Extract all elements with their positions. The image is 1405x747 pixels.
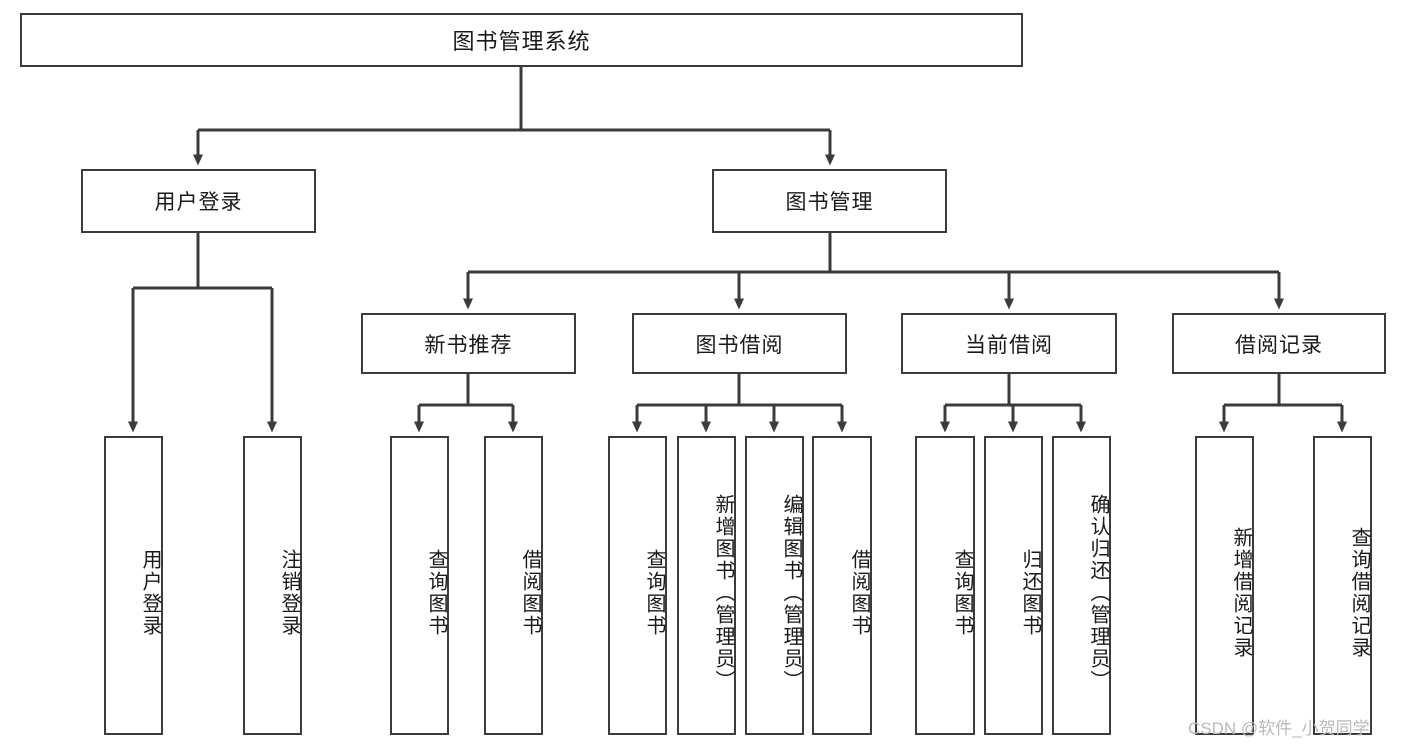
node-borrow-record[interactable]: 借阅记录 — [1172, 313, 1386, 374]
node-current-borrow[interactable]: 当前借阅 — [901, 313, 1117, 374]
node-book-borrow[interactable]: 图书借阅 — [632, 313, 847, 374]
node-root-system[interactable]: 图书管理系统 — [20, 13, 1023, 67]
leaf-book-borrow-query[interactable]: 查询图书 — [608, 436, 667, 735]
csdn-watermark: CSDN @软件_小贺同学 — [1188, 719, 1370, 738]
leaf-borrow-record-query[interactable]: 查询借阅记录 — [1313, 436, 1372, 735]
node-new-book-recommend[interactable]: 新书推荐 — [361, 313, 576, 374]
leaf-label: 用户登录 — [139, 548, 161, 637]
leaf-label: 借阅图书 — [848, 548, 870, 637]
leaf-label: 借阅图书 — [519, 548, 541, 637]
leaf-label: 注销登录 — [278, 548, 300, 637]
leaf-label: 查询图书 — [425, 548, 447, 637]
node-book-management[interactable]: 图书管理 — [712, 169, 947, 233]
leaf-label: 编辑图书（管理员） — [780, 493, 802, 692]
leaf-label: 查询图书 — [951, 548, 973, 637]
leaf-label: 新增借阅记录 — [1230, 526, 1252, 659]
leaf-current-borrow-return[interactable]: 归还图书 — [984, 436, 1043, 735]
leaf-label: 新增图书（管理员） — [712, 493, 734, 692]
leaf-label: 查询图书 — [643, 548, 665, 637]
leaf-user-login-logout[interactable]: 注销登录 — [243, 436, 302, 735]
leaf-borrow-record-add[interactable]: 新增借阅记录 — [1195, 436, 1254, 735]
leaf-book-borrow-edit[interactable]: 编辑图书（管理员） — [745, 436, 804, 735]
leaf-user-login-login[interactable]: 用户登录 — [104, 436, 163, 735]
leaf-book-borrow-borrow[interactable]: 借阅图书 — [812, 436, 872, 735]
leaf-new-book-query[interactable]: 查询图书 — [390, 436, 449, 735]
node-user-login[interactable]: 用户登录 — [81, 169, 316, 233]
leaf-label: 查询借阅记录 — [1348, 526, 1370, 659]
leaf-book-borrow-add[interactable]: 新增图书（管理员） — [677, 436, 736, 735]
leaf-current-borrow-confirm-return[interactable]: 确认归还（管理员） — [1052, 436, 1111, 735]
leaf-current-borrow-query[interactable]: 查询图书 — [915, 436, 975, 735]
leaf-label: 归还图书 — [1019, 548, 1041, 637]
leaf-new-book-borrow[interactable]: 借阅图书 — [484, 436, 543, 735]
leaf-label: 确认归还（管理员） — [1087, 493, 1109, 692]
